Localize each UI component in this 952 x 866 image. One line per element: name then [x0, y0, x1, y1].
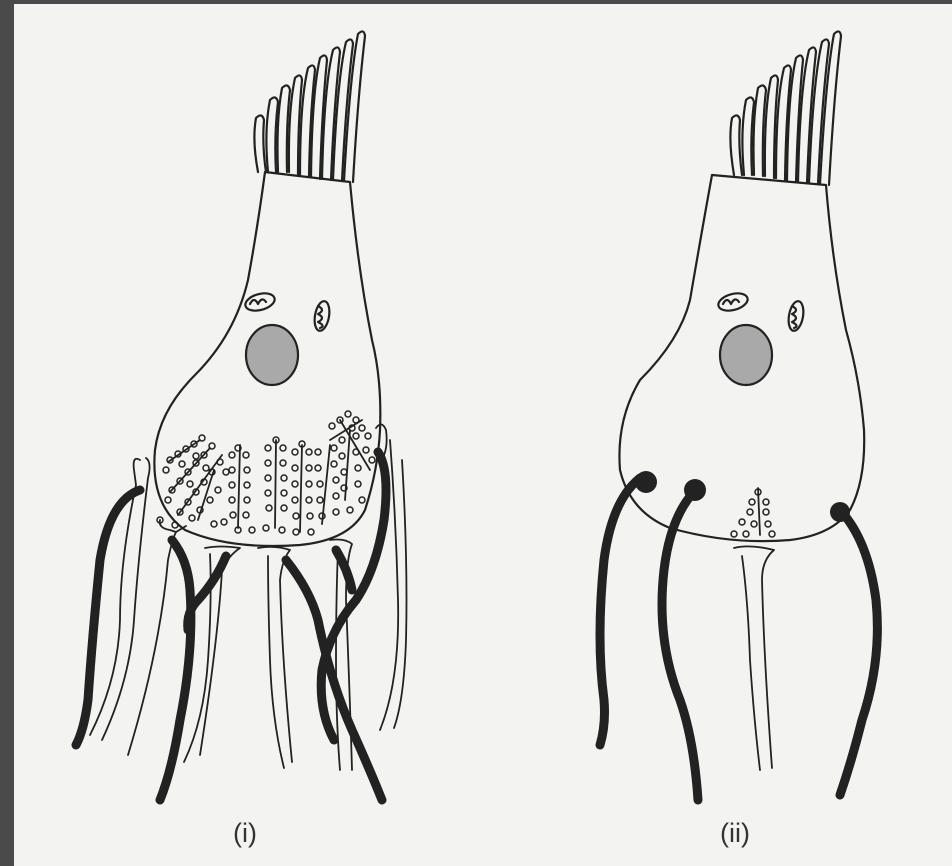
panel-i-synaptic-ribbons	[168, 420, 370, 532]
panel-i-mitochondria	[243, 290, 331, 332]
panel-ii-hair-cell	[600, 31, 877, 800]
panel-ii-efferent-fibers	[600, 478, 877, 800]
panel-i-hair-cell	[76, 31, 407, 800]
panel-i-efferent-fibers	[76, 452, 386, 800]
panel-i-nucleus	[246, 325, 298, 385]
panel-ii-synaptic-ribbon	[731, 488, 775, 537]
panel-ii-stereocilia	[730, 31, 841, 185]
panel-ii-efferent-terminals	[635, 471, 850, 522]
panel-i-caption: (i)	[233, 818, 257, 849]
panel-ii-caption: (ii)	[720, 818, 750, 849]
panel-ii-nucleus	[720, 325, 772, 385]
panel-i-stereocilia	[254, 31, 365, 182]
panel-i-synaptic-vesicles	[157, 411, 375, 535]
panel-ii-afferent-fiber	[734, 546, 774, 770]
panel-ii-mitochondria	[716, 290, 805, 332]
